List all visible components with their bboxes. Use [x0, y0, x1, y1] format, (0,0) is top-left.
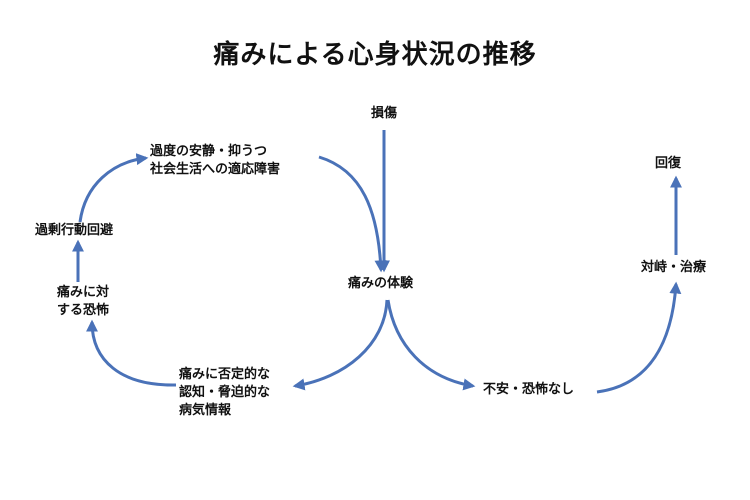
node-no-anxiety-fear-line: 不安・恐怖なし	[483, 382, 575, 397]
node-disuse-depression-line-2: 社会生活への適応障害	[150, 162, 281, 177]
node-fear-of-pain-line-2: する恐怖	[57, 303, 110, 318]
node-negative-cognition-line-3: 病気情報	[179, 403, 232, 418]
arrow-negative-cognition-to-fear	[86, 319, 177, 387]
node-disuse-depression: 過度の安静・抑うつ 社会生活への適応障害	[150, 143, 280, 179]
node-confrontation-line: 対峙・治療	[641, 260, 707, 275]
node-injury: 損傷	[371, 105, 397, 123]
arrow-avoidance-to-disuse	[78, 153, 149, 223]
node-disuse-depression-line-1: 過度の安静・抑うつ	[150, 144, 268, 159]
node-negative-cognition: 痛みに否定的な 認知・脅迫的な 病気情報	[179, 366, 270, 420]
diagram-title: 痛みによる心身状況の推移	[213, 40, 537, 70]
node-confrontation: 対峙・治療	[641, 259, 706, 277]
arrow-pain-to-negative-cognition	[292, 299, 389, 391]
arrow-disuse-to-pain	[318, 155, 387, 273]
node-negative-cognition-line-1: 痛みに否定的な	[179, 367, 271, 382]
node-pain-experience-line: 痛みの体験	[348, 276, 414, 291]
node-injury-line: 損傷	[371, 106, 398, 121]
node-fear-of-pain: 痛みに対 する恐怖	[57, 284, 109, 320]
arrow-no-fear-to-confrontation	[596, 281, 682, 394]
node-negative-cognition-line-2: 認知・脅迫的な	[179, 385, 271, 400]
node-recovery: 回復	[655, 155, 681, 173]
node-no-anxiety-fear: 不安・恐怖なし	[483, 381, 574, 399]
arrow-pain-to-no-fear	[386, 299, 476, 391]
node-fear-of-pain-line-1: 痛みに対	[57, 285, 110, 300]
node-pain-experience: 痛みの体験	[348, 275, 413, 293]
node-avoidance: 過剰行動回避	[35, 222, 113, 240]
node-avoidance-line: 過剰行動回避	[35, 223, 114, 238]
node-recovery-line: 回復	[655, 156, 682, 171]
